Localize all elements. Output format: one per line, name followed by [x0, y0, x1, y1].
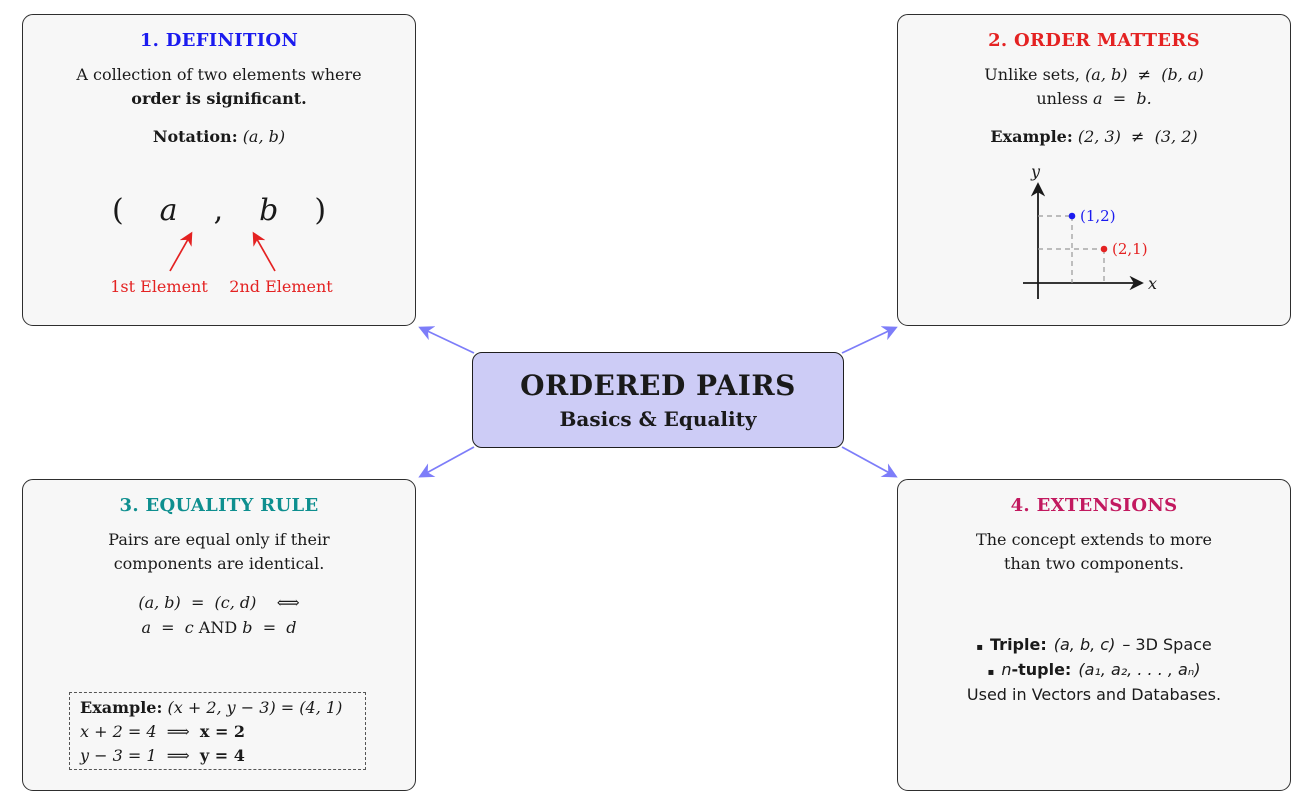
equality-line1: Pairs are equal only if their [108, 530, 330, 549]
rule-line2: a = c AND b = d [23, 615, 415, 640]
triple-tail: – 3D Space [1122, 635, 1212, 654]
order-matters-box: 2. ORDER MATTERS Unlike sets, (a, b) ≠ (… [897, 14, 1291, 326]
example-step1: x + 2 = 4 ⟹ x = 2 [80, 720, 355, 744]
triple-bullet: ▪ Triple: (a, b, c) – 3D Space [898, 634, 1290, 659]
example-step1-left: x + 2 = 4 ⟹ [80, 722, 200, 741]
example-label: Example: [80, 698, 163, 717]
point-1-2-label: (1,2) [1080, 207, 1116, 225]
arrow-to-order-matters [841, 326, 898, 354]
second-element-arrow [252, 231, 276, 272]
triple-label: Triple: [990, 635, 1047, 654]
arrow-to-extensions [841, 446, 898, 478]
second-element-label: 2nd Element [229, 277, 333, 296]
rule-a-equals-c: a = c [141, 618, 194, 637]
pair-close-paren: ) [314, 193, 327, 228]
definition-line1: A collection of two elements where [76, 65, 362, 84]
equality-rule-box: 3. EQUALITY RULE Pairs are equal only if… [22, 479, 416, 791]
extensions-bullets: ▪ Triple: (a, b, c) – 3D Space ▪ n-tuple… [898, 634, 1290, 706]
notation-label: Notation: [152, 127, 238, 146]
extensions-line1: The concept extends to more [976, 530, 1212, 549]
point-1-2 [1068, 212, 1076, 220]
equality-example-box: Example: (x + 2, y − 3) = (4, 1) x + 2 =… [69, 692, 366, 770]
point-2-1-label: (2,1) [1112, 240, 1148, 258]
example-step1-result: x = 2 [199, 722, 246, 741]
rule-and: AND [193, 618, 243, 637]
first-element-arrow [169, 231, 193, 272]
extensions-heading: 4. EXTENSIONS [1010, 495, 1178, 516]
order-line2-text: unless [1036, 89, 1094, 108]
order-line2: unless a = b. [898, 87, 1290, 111]
equality-line2: components are identical. [113, 554, 325, 573]
pair-second-element: b [259, 193, 279, 228]
order-line1: Unlike sets, (a, b) ≠ (b, a) [898, 63, 1290, 87]
example-statement: (x + 2, y − 3) = (4, 1) [162, 698, 343, 717]
order-line1-math: (a, b) ≠ (b, a) [1085, 65, 1204, 84]
order-matters-heading: 2. ORDER MATTERS [988, 30, 1200, 51]
order-example-label: Example: [990, 127, 1073, 146]
bullet-square-icon: ▪ [987, 667, 995, 678]
equality-rule-math: (a, b) = (c, d) ⟺ a = c AND b = d [23, 590, 415, 640]
example-step2-result: y = 4 [199, 746, 245, 765]
extensions-box: 4. EXTENSIONS The concept extends to mor… [897, 479, 1291, 791]
order-example-line: Example: (2, 3) ≠ (3, 2) [898, 125, 1290, 149]
definition-heading: 1. DEFINITION [139, 30, 299, 51]
extensions-footer: Used in Vectors and Databases. [966, 685, 1222, 704]
center-title: ORDERED PAIRS [520, 369, 796, 402]
order-line2-math: a = b. [1093, 89, 1152, 108]
extensions-line2: than two components. [1004, 554, 1184, 573]
first-element-label: 1st Element [110, 277, 208, 296]
notation-line: Notation: (a, b) [23, 125, 415, 149]
coordinate-plot: (1,2) (2,1) y x [1023, 162, 1157, 299]
notation-value: (a, b) [242, 127, 286, 146]
rule-line1: (a, b) = (c, d) ⟺ [138, 593, 300, 612]
triple-math: (a, b, c) [1053, 635, 1116, 654]
pair-comma: , [213, 193, 224, 228]
element-pointer-arrows [169, 231, 276, 272]
center-node: ORDERED PAIRS Basics & Equality [472, 352, 844, 448]
ntuple-label-group: n-tuple: [1001, 659, 1071, 681]
ntuple-math: (a₁, a₂, . . . , aₙ) [1078, 660, 1201, 679]
arrow-to-definition [418, 326, 475, 354]
example-step2-left: y − 3 = 1 ⟹ [80, 746, 200, 765]
definition-box: 1. DEFINITION A collection of two elemen… [22, 14, 416, 326]
order-line1-text: Unlike sets, [984, 65, 1086, 84]
arrow-to-equality-rule [418, 446, 475, 478]
point-2-1 [1100, 245, 1108, 253]
y-axis-label: y [1030, 162, 1041, 181]
ntuple-bullet: ▪ n-tuple: (a₁, a₂, . . . , aₙ) [898, 659, 1290, 684]
x-axis-label: x [1148, 274, 1157, 293]
example-step2: y − 3 = 1 ⟹ y = 4 [80, 744, 355, 768]
pair-display: ( a , b ) [23, 193, 415, 228]
equality-rule-heading: 3. EQUALITY RULE [119, 495, 319, 516]
order-example-value: (2, 3) ≠ (3, 2) [1077, 127, 1198, 146]
pair-first-element: a [159, 193, 178, 228]
example-statement-line: Example: (x + 2, y − 3) = (4, 1) [80, 696, 355, 720]
center-subtitle: Basics & Equality [559, 407, 757, 431]
pair-open-paren: ( [111, 193, 124, 228]
rule-b-equals-d: b = d [242, 618, 297, 637]
ntuple-label: -tuple: [1011, 660, 1072, 679]
ntuple-n: n [1001, 660, 1012, 679]
definition-line2: order is significant. [131, 89, 307, 108]
bullet-square-icon: ▪ [976, 642, 984, 653]
